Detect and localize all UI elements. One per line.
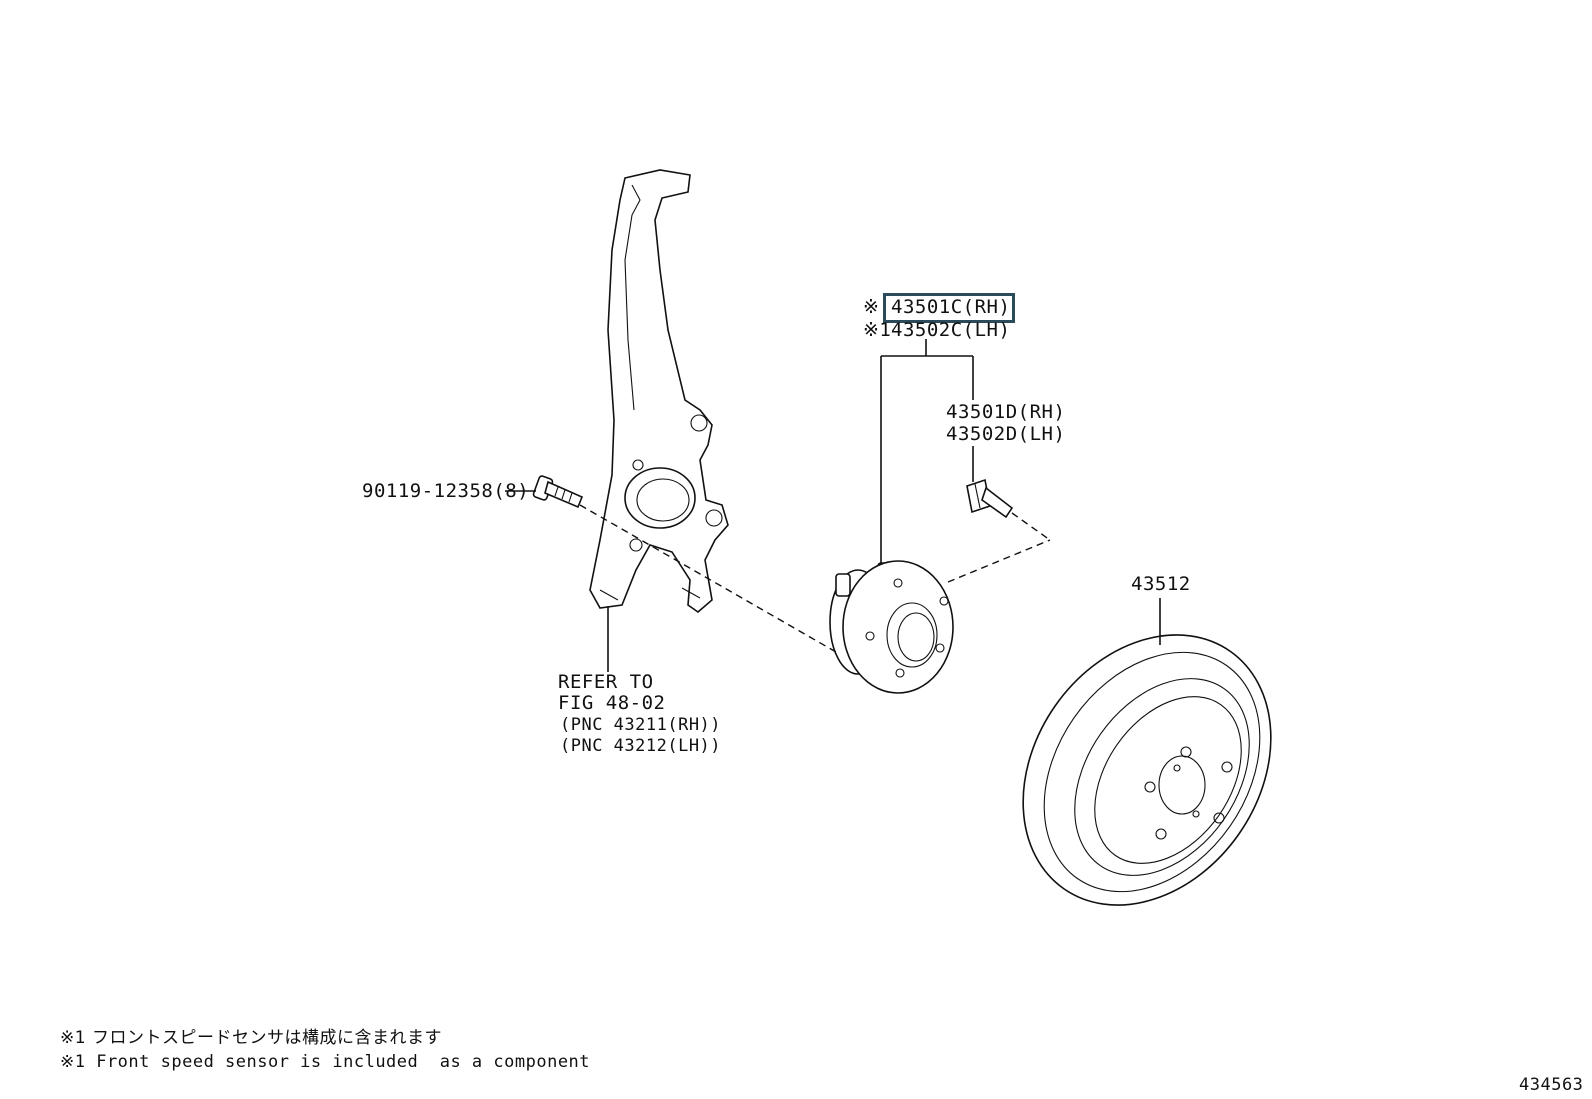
refer-line-3: (PNC 43211(RH)) xyxy=(560,715,722,735)
hub-rh-marker: ※ xyxy=(863,296,880,318)
hub-lh-marker: ※1 xyxy=(863,319,892,341)
knuckle-bolt xyxy=(532,475,584,509)
highlighted-part-box[interactable] xyxy=(883,293,1015,323)
refer-line-4: (PNC 43212(LH)) xyxy=(560,736,722,756)
refer-line-1: REFER TO xyxy=(558,671,654,693)
hub-rh-part-number[interactable]: 43501C(RH) xyxy=(891,296,1011,318)
hub-bolt-rh-part-number[interactable]: 43501D(RH) xyxy=(946,401,1066,423)
disc-part-number[interactable]: 43512 xyxy=(1131,573,1191,595)
steering-knuckle xyxy=(589,169,729,614)
hub-bolt xyxy=(966,478,1014,519)
leader-lines xyxy=(505,339,1161,672)
figure-id: 434563 xyxy=(1519,1075,1584,1095)
refer-line-2: FIG 48-02 xyxy=(558,692,666,714)
knuckle-bolt-part-number[interactable]: 90119-12358(8) xyxy=(362,480,530,502)
footnote-english: ※1 Front speed sensor is included as a c… xyxy=(60,1052,591,1072)
hub-bearing-assembly xyxy=(829,560,954,694)
footnote-japanese: ※1 フロントスピードセンサは構成に含まれます xyxy=(60,1028,442,1048)
hub-bolt-lh-part-number[interactable]: 43502D(LH) xyxy=(946,423,1066,445)
hub-lh-part-number[interactable]: 43502C(LH) xyxy=(891,319,1011,341)
brake-disc xyxy=(1022,634,1272,906)
